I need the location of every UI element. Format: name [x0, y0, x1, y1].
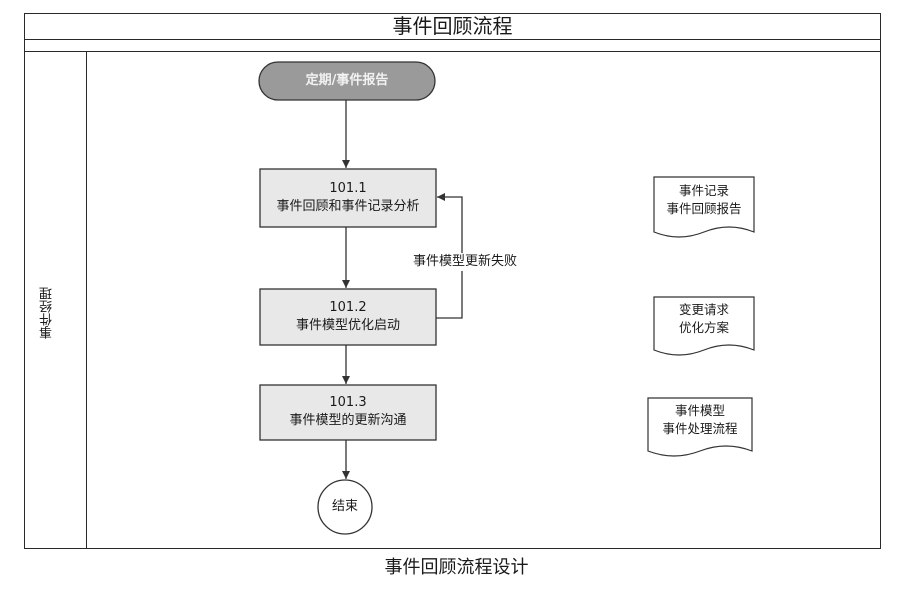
document-2-text: 变更请求 优化方案 [654, 301, 754, 337]
document-shape-2 [653, 296, 755, 356]
document-3-text: 事件模型 事件处理流程 [648, 402, 752, 438]
swimlane-frame [24, 13, 881, 549]
start-label: 定期/事件报告 [305, 73, 389, 88]
end-circle [317, 479, 373, 535]
step-101-2-label: 事件模型优化启动 [295, 318, 400, 333]
figure-caption: 事件回顾流程设计 [384, 557, 529, 578]
document-1-line2: 事件回顾报告 [666, 201, 742, 216]
step-101-1-id: 101.1 [329, 181, 367, 196]
step-101-3-label: 事件模型的更新沟通 [289, 413, 407, 428]
document-3-line1: 事件模型 [674, 403, 725, 418]
document-1-text: 事件记录 事件回顾报告 [654, 182, 754, 218]
document-shape-3 [647, 397, 753, 457]
process-box-101-2 [259, 288, 437, 346]
document-1-line1: 事件记录 [678, 183, 729, 198]
step-101-1-label: 事件回顾和事件记录分析 [276, 199, 420, 214]
document-shape-1 [653, 176, 755, 238]
loop-label: 事件模型更新失败 [400, 253, 530, 271]
step-101-2-text: 101.2 事件模型优化启动 [260, 299, 436, 335]
document-2-line1: 变更请求 [678, 302, 729, 317]
step-101-3-text: 101.3 事件模型的更新沟通 [260, 394, 436, 430]
step-101-3-id: 101.3 [329, 395, 367, 410]
diagram-title: 事件回顾流程 [24, 13, 881, 40]
process-box-101-3 [259, 384, 437, 441]
start-terminator [258, 61, 436, 101]
step-101-1-text: 101.1 事件回顾和事件记录分析 [260, 180, 436, 216]
document-3-line2: 事件处理流程 [662, 421, 738, 436]
process-box-101-1 [259, 168, 437, 228]
end-label: 结束 [331, 499, 358, 514]
header-strip [24, 40, 881, 52]
lane-divider [86, 52, 87, 549]
document-2-line2: 优化方案 [678, 320, 729, 335]
step-101-2-id: 101.2 [329, 300, 367, 315]
